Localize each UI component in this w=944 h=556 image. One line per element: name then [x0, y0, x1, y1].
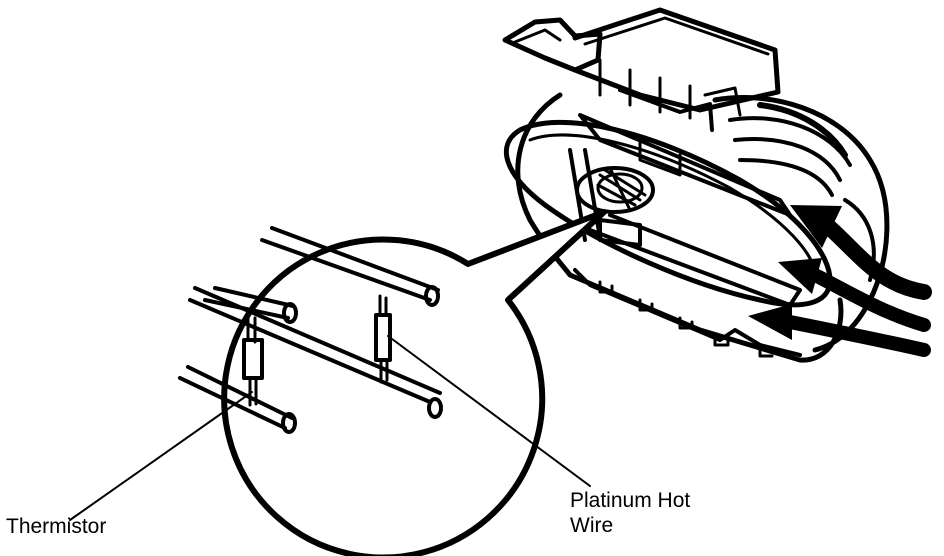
wire-supports-detail: [178, 226, 443, 434]
mounting-flange: [502, 17, 603, 73]
inlet-duct: [712, 95, 890, 353]
airflow-arrow-middle: [808, 268, 931, 332]
airflow-arrow-bottom: [783, 315, 931, 357]
thermistor-label: Thermistor: [6, 515, 107, 538]
bypass-channel: [503, 119, 833, 308]
hot-wire-leader-line: [387, 335, 591, 487]
airflow-arrows: [748, 205, 932, 357]
platinum-hot-wire-label-line2: Wire: [570, 514, 614, 537]
magnifier-callout: [178, 209, 607, 556]
airflow-arrow-top: [822, 220, 932, 300]
thermistor-leader-line: [69, 391, 253, 521]
sensor-housing: [502, 7, 890, 363]
electronics-box: [572, 7, 781, 113]
platinum-hot-wire-label: Platinum Hot Wire: [570, 488, 690, 538]
thermistor-element: [242, 310, 264, 407]
platinum-hot-wire-label-line1: Platinum Hot: [570, 489, 691, 512]
hot-wire-element: [374, 294, 392, 384]
